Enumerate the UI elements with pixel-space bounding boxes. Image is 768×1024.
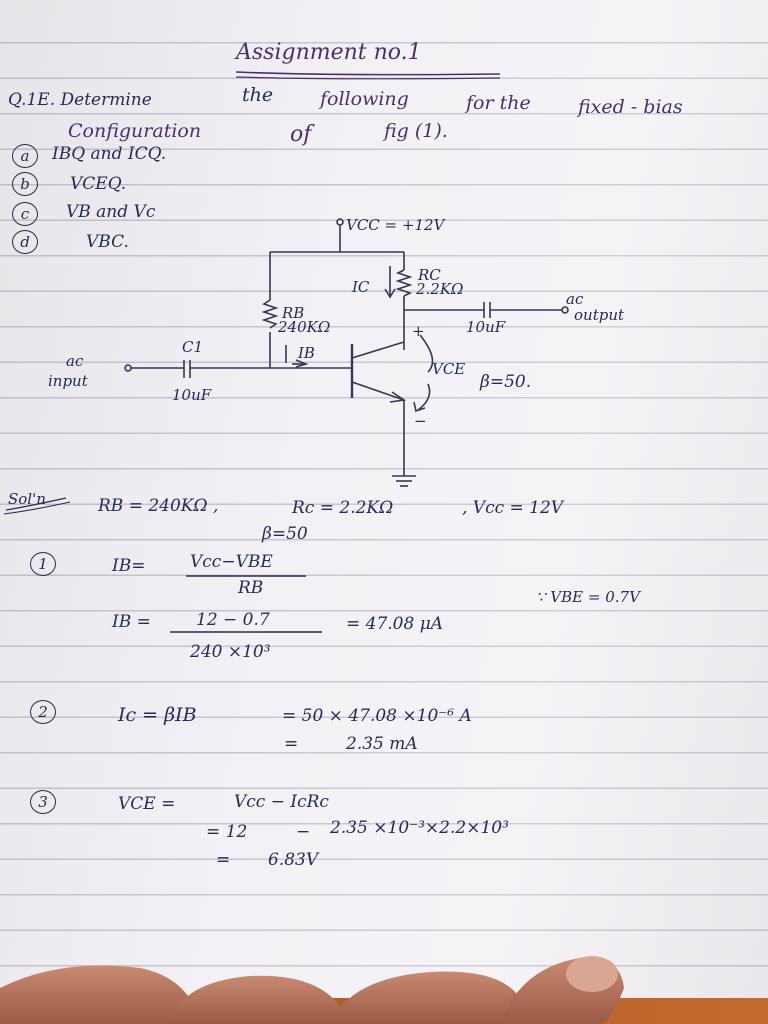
given-beta: β=50 [262,524,308,544]
vce-arc-lower [417,383,431,411]
part-b-marker: b [12,172,38,196]
vce-label: VCE [432,360,466,378]
ib-formula-denominator: RB [238,578,264,598]
ib-formula-lhs: IB= [112,556,146,576]
ib-calc-denominator: 240 ×10³ [190,642,271,662]
given-vcc: , Vcc = 12V [462,498,564,518]
vce-calc-12: = 12 [206,822,248,842]
ac-input-label-2: input [48,372,88,390]
vce-calc-minus: − [296,822,311,842]
vbe-note: ∵ VBE = 0.7V [536,588,640,606]
vcc-label: VCC = +12V [346,216,445,234]
question-word-the: the [242,84,274,106]
rb-name-label: RB [282,304,305,322]
vce-formula-rhs: Vcc − IcRc [234,792,329,812]
ac-input-label-1: ac [66,352,84,370]
vce-arc-upper [419,334,434,373]
ic-result-value: 2.35 mA [346,734,418,754]
ic-result-eq: = [284,734,299,754]
step-1-marker: 1 [30,552,56,576]
question-word-following: following [320,88,409,110]
transistor-collector [351,341,405,359]
ic-calc: = 50 × 47.08 ×10⁻⁶ A [282,706,472,726]
part-c-text: VB and Vc [66,202,156,222]
question-word-configuration: Configuration [68,120,202,142]
vce-minus-label: − [414,412,427,430]
part-c-marker: c [12,202,38,226]
question-number: Q.1E. Determine [8,90,152,110]
ic-formula: Ic = βIB [118,704,197,726]
rc-name-label: RC [418,266,441,284]
ib-arrow-head [295,359,309,368]
vce-plus-label: + [412,322,425,340]
given-rb: RB = 240KΩ , [98,496,219,516]
transistor-emitter [351,381,405,401]
c2-value-label: 10uF [466,318,506,336]
rb-value-label: 240KΩ [278,318,331,336]
part-a-marker: a [12,144,38,168]
vce-result-eq: = [216,850,231,870]
vce-arrow-head [413,401,426,413]
ac-output-label-2: output [574,306,625,324]
c1-label: C1 [182,338,204,356]
question-figure-ref: fig (1). [384,120,448,142]
rc-resistor [395,269,413,297]
assignment-title: Assignment no.1 [236,40,422,65]
ac-output-label-1: ac [566,290,584,308]
step-2-marker: 2 [30,700,56,724]
part-d-marker: d [12,230,38,254]
part-d-text: VBC. [86,232,129,252]
rb-resistor [261,299,279,329]
question-word-of: of [290,122,312,147]
c1-value-label: 10uF [172,386,212,404]
part-a-text: IBQ and ICQ. [52,144,167,164]
rc-value-label: 2.2KΩ [416,280,464,298]
vce-result-value: 6.83V [268,850,319,870]
given-rc: Rc = 2.2KΩ [292,498,394,518]
question-word-for-the: for the [466,92,531,114]
ib-calc-lhs: IB = [112,612,151,632]
solution-label: Sol'n [8,490,46,508]
photo-fingers-foreground [0,956,768,1024]
beta-label: β=50. [480,372,532,392]
part-b-text: VCEQ. [70,174,127,194]
ic-label: IC [352,278,370,296]
ib-formula-numerator: Vcc−VBE [190,552,273,572]
ib-label: IB [298,344,315,362]
ib-result: = 47.08 μA [346,614,444,634]
ib-calc-numerator: 12 − 0.7 [196,610,270,630]
step-3-marker: 3 [30,790,56,814]
question-word-fixed-bias: fixed - bias [578,96,683,118]
output-terminal [561,306,569,314]
vce-calc-product: 2.35 ×10⁻³×2.2×10³ [330,818,509,838]
vce-formula-lhs: VCE = [118,794,176,814]
ic-arrow-head [384,288,396,299]
